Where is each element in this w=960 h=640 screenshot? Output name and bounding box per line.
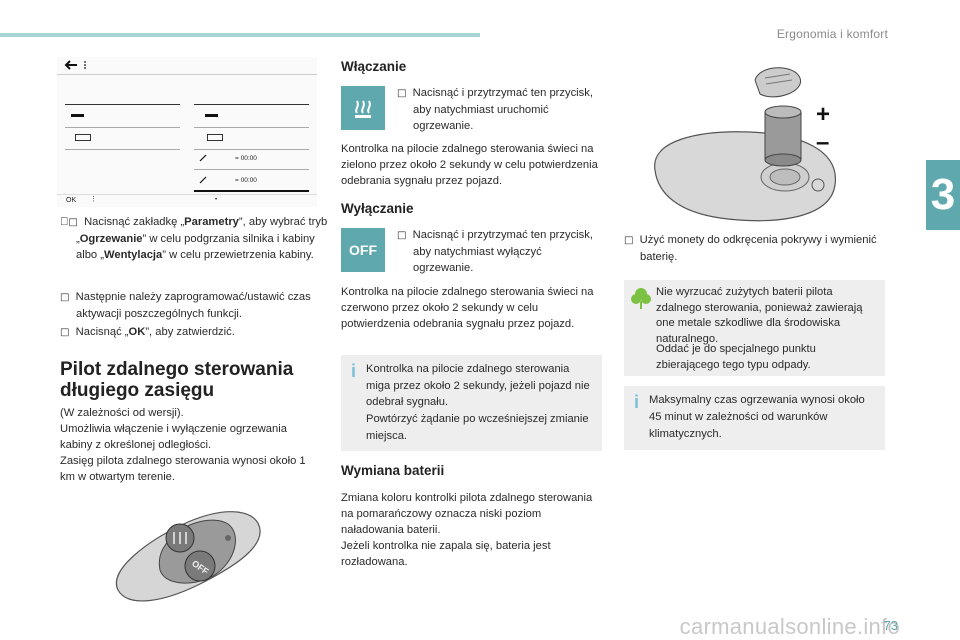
plus-label: + xyxy=(816,101,830,128)
settings-screen-illustration: = 00:00 = 00:00 OK ⋮ • xyxy=(57,57,317,207)
tree-icon xyxy=(631,288,651,309)
remote-heading: Pilot zdalnego sterowania długiego zasię… xyxy=(60,359,294,401)
battery-paragraph: Zmiana koloru kontrolki pilota zdalnego … xyxy=(341,492,593,568)
heading-on: Włączanie xyxy=(341,59,407,74)
timer-value-2: = 00:00 xyxy=(235,177,257,184)
eco-box: Nie wyrzucać zużytych baterii pilota zda… xyxy=(624,280,885,376)
remote-description: (W zależności od wersji). Umożliwia włąc… xyxy=(60,407,306,483)
remote-control-illustration: OFF xyxy=(115,511,261,602)
info-box-duration: i Maksymalny czas ogrzewania wynosi okoł… xyxy=(624,386,885,450)
ok-button-label: OK xyxy=(66,197,77,204)
section-title: Ergonomia i komfort xyxy=(776,27,888,41)
edit-icon xyxy=(199,176,207,184)
info-box-signal: i Kontrolka na pilocie zdalnego sterowan… xyxy=(341,355,602,451)
minus-label: – xyxy=(816,129,829,156)
battery-instruction: □ Użyć monety do odkręcenia pokrywy i wy… xyxy=(624,234,877,263)
chapter-tab: 3 xyxy=(926,160,960,230)
heading-battery: Wymiana baterii xyxy=(341,463,445,478)
heading-off: Wyłączanie xyxy=(341,201,414,216)
battery-replacement-illustration: + – xyxy=(654,67,836,222)
on-instruction: □ Nacisnąć i przytrzymać ten przycisk, a… xyxy=(397,87,593,132)
info-icon: i xyxy=(634,392,640,412)
on-paragraph: Kontrolka na pilocie zdalnego sterowania… xyxy=(341,143,598,187)
step-1: □ Nacisnąć zakładkę „Parametry”, aby wy… xyxy=(60,216,327,261)
off-paragraph: Kontrolka na pilocie zdalnego sterowania… xyxy=(341,286,594,330)
off-icon: OFF xyxy=(341,228,385,272)
heating-icon xyxy=(341,86,385,130)
watermark: carmanualsonline.info xyxy=(679,614,900,639)
timer-value-1: = 00:00 xyxy=(235,155,257,162)
info-icon: i xyxy=(351,361,357,381)
step-3: □ Nacisnąć „OK”, aby zatwierdzić. xyxy=(60,326,235,338)
off-instruction: □ Nacisnąć i przytrzymać ten przycisk, a… xyxy=(397,229,593,274)
back-arrow-icon xyxy=(64,60,86,70)
page-number: 73 xyxy=(883,618,898,633)
step-2: □ Następnie należy zaprogramować/ustawić… xyxy=(60,291,311,320)
edit-icon xyxy=(199,154,207,162)
header-accent-bar xyxy=(0,33,480,37)
